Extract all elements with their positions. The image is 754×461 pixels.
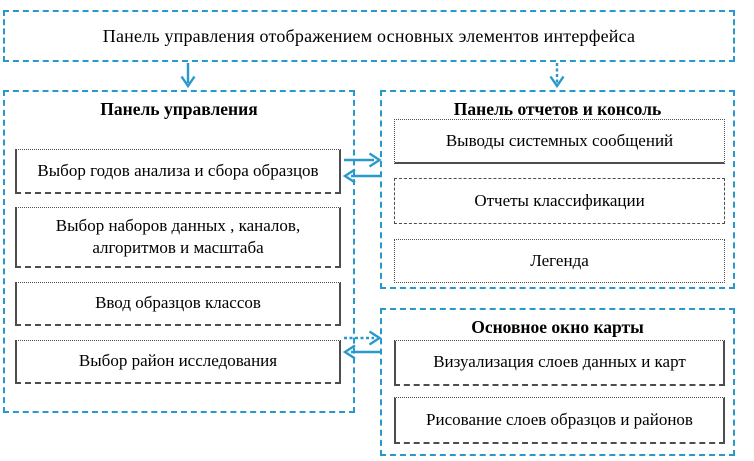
reports-item-legend: Легенда <box>394 239 725 283</box>
control-item-class-samples: Ввод образцов классов <box>15 282 341 326</box>
header-box: Панель управления отображением основных … <box>3 10 735 62</box>
header-label: Панель управления отображением основных … <box>102 25 636 46</box>
map-panel: Основное окно карты Визуализация слоев д… <box>380 308 735 456</box>
reports-item-system-messages: Выводы системных сообщений <box>394 119 725 164</box>
control-panel-title: Панель управления <box>100 99 258 119</box>
map-item-visualization: Визуализация слоев данных и карт <box>394 340 725 386</box>
down-arrow-to-control-panel <box>180 63 196 89</box>
down-arrow-to-reports-panel <box>549 63 565 89</box>
control-item-years: Выбор годов анализа и сбора образцов <box>15 149 341 194</box>
reports-panel: Панель отчетов и консоль Выводы системны… <box>380 90 735 289</box>
control-item-datasets: Выбор наборов данных , каналов, алгоритм… <box>15 207 341 268</box>
reports-item-classification: Отчеты классификации <box>394 178 725 224</box>
map-panel-title: Основное окно карты <box>471 317 644 337</box>
reports-panel-title: Панель отчетов и консоль <box>453 99 662 119</box>
control-panel: Панель управления Выбор годов анализа и … <box>3 90 355 413</box>
map-item-drawing-layers: Рисование слоев образцов и районов <box>394 397 725 444</box>
control-item-study-area: Выбор район исследования <box>15 340 341 384</box>
